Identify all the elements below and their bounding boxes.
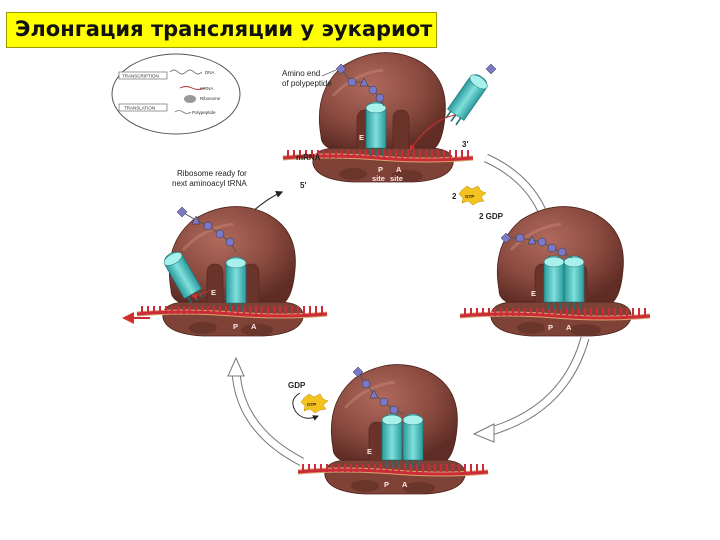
top-p-site: P: [378, 165, 383, 174]
trna-right-p: [543, 255, 565, 311]
gdp-right-label: 2 GDP: [479, 212, 504, 221]
peptide-bottom: [352, 366, 405, 415]
ribosome-ready-label-2: next aminoacyl tRNA: [172, 179, 247, 188]
gtp-burst-right: GTP: [458, 185, 487, 206]
gtp-count-label: 2: [452, 192, 457, 201]
trna-left-p: [225, 256, 247, 312]
trna-top-incoming: [442, 70, 492, 128]
inset-mrna-label: mRNA: [200, 86, 213, 91]
gtp-left-text: GTP: [307, 402, 316, 407]
gtp-burst-left: GTP: [300, 393, 329, 414]
title-banner: Элонгация трансляции у эукариот: [6, 12, 437, 48]
peptide-left: [176, 206, 237, 253]
inset-polypeptide-label: Polypeptide: [192, 110, 216, 115]
gdp-left-label: GDP: [288, 381, 306, 390]
arrow-trna-exit: [191, 289, 211, 299]
trna-right-a: [563, 255, 585, 311]
inset-dna-label: DNA: [205, 70, 215, 75]
five-prime-label: 5': [300, 181, 306, 190]
arrow-trna-entry: [409, 114, 456, 151]
inset-overview: TRANSCRIPTION DNA mRNA Ribosome TRANSLAT…: [111, 53, 241, 135]
right-p-site: P: [548, 323, 553, 332]
peptide-right: [500, 232, 573, 259]
bottom-a-site: A: [402, 480, 408, 489]
top-e-site: E: [359, 133, 364, 142]
top-p-site-word: site: [372, 174, 385, 183]
trna-bottom-p: [381, 413, 403, 469]
amino-end-leader: [321, 69, 337, 77]
trna-top-p: [365, 101, 387, 157]
right-e-site: E: [531, 289, 536, 298]
peptide-top: [335, 63, 497, 107]
mrna-left: [137, 306, 327, 316]
gtp-gdp-cycle-arrow: [292, 392, 319, 421]
left-p-site: P: [233, 322, 238, 331]
top-a-site-word: site: [390, 174, 403, 183]
page-title: Элонгация трансляции у эукариот: [15, 17, 433, 41]
right-a-site: A: [566, 323, 572, 332]
inset-transcription-label: TRANSCRIPTION: [122, 74, 159, 79]
left-a-site: A: [251, 322, 257, 331]
trna-bottom-a: [402, 413, 424, 469]
left-e-site: E: [211, 288, 216, 297]
mrna-label: mRNA: [296, 153, 321, 162]
ribosome-ready-label-1: Ribosome ready for: [177, 169, 247, 178]
bottom-e-site: E: [367, 447, 372, 456]
amino-end-label-2: of polypeptide: [282, 79, 332, 88]
mrna-right: [460, 308, 650, 318]
amino-end-label-1: Amino end: [282, 69, 320, 78]
inset-translation-label: TRANSLATION: [124, 106, 155, 111]
gtp-right-text: GTP: [465, 194, 474, 199]
bottom-p-site: P: [384, 480, 389, 489]
top-a-site: A: [396, 165, 402, 174]
inset-ribosome-label: Ribosome: [200, 96, 221, 101]
three-prime-label: 3': [462, 140, 468, 149]
mrna-bottom: [298, 464, 488, 474]
